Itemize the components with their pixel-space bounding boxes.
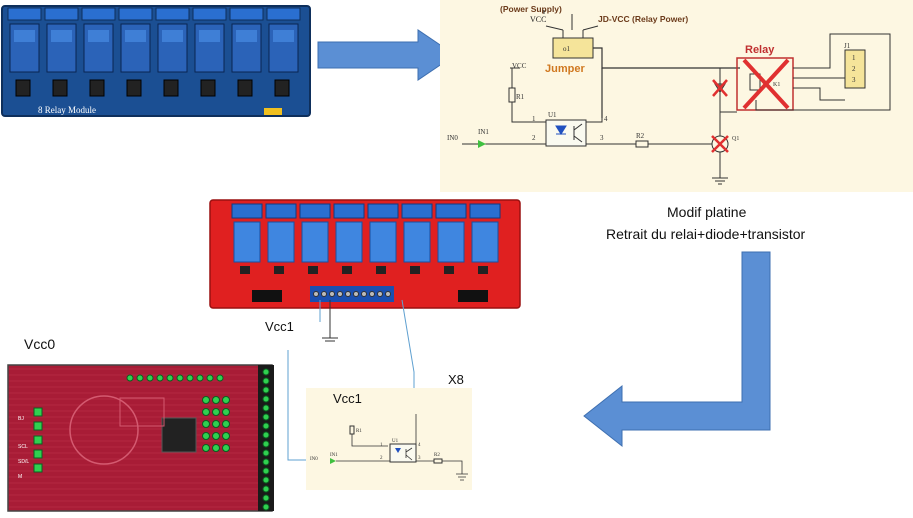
svg-text:1: 1 (852, 54, 856, 62)
module-label: 8 Relay Module (38, 105, 96, 115)
terminal-block (367, 203, 399, 219)
svg-text:SD/L: SD/L (18, 459, 29, 465)
relay-label: Relay (745, 44, 775, 56)
in1-label: IN1 (478, 128, 489, 136)
terminal-block (435, 203, 467, 219)
relay (471, 221, 499, 263)
relay (437, 221, 465, 263)
optocoupler (237, 79, 253, 97)
blue-relay-module: 8 Relay Module (1, 5, 311, 117)
terminal-block (333, 203, 365, 219)
vcc0-label: Vcc0 (24, 336, 55, 352)
r2-label: R2 (636, 132, 645, 140)
caption-line1: Modif platine (667, 204, 747, 220)
terminal-block (155, 7, 190, 21)
svg-text:3: 3 (852, 76, 856, 84)
q1-label: Q1 (732, 136, 739, 142)
j1-label: J1 (844, 42, 851, 50)
pcb-board: BJ SCL SD/L M (7, 364, 274, 512)
relay (301, 221, 329, 263)
svg-text:1: 1 (532, 115, 536, 123)
bottom-in0-label: IN0 (310, 457, 318, 462)
optocoupler (163, 79, 179, 97)
in0-label: IN0 (447, 134, 458, 142)
terminal-block (44, 7, 79, 21)
r1-label: R1 (516, 93, 525, 101)
bottom-r1-label: R1 (356, 429, 362, 434)
x8-label: X8 (448, 372, 464, 387)
svg-text:SCL: SCL (18, 444, 28, 450)
right-arrow (317, 29, 456, 81)
svg-text:4: 4 (418, 443, 421, 448)
terminal-block (265, 203, 297, 219)
terminal-block (192, 7, 227, 21)
vcc2-label: VCC (512, 62, 527, 70)
relay (403, 221, 431, 263)
svg-text:2: 2 (380, 456, 383, 461)
optocoupler (200, 79, 216, 97)
bottom-in1-label: IN1 (330, 453, 338, 458)
svg-text:o1: o1 (563, 45, 571, 53)
optocoupler (89, 79, 105, 97)
svg-text:3: 3 (600, 134, 604, 142)
svg-text:2: 2 (852, 65, 856, 73)
bottom-u1-label: U1 (392, 439, 399, 444)
terminal-block (299, 203, 331, 219)
relay (335, 221, 363, 263)
terminal-block (229, 7, 264, 21)
cross-diode (712, 79, 728, 97)
svg-text:3: 3 (418, 456, 421, 461)
terminal-block (7, 7, 42, 21)
k1-label: K1 (773, 82, 780, 88)
jd-vcc-label: JD-VCC (Relay Power) (598, 14, 688, 24)
terminal-block (81, 7, 116, 21)
elbow-arrow (583, 251, 771, 448)
jumper-header (264, 108, 282, 115)
svg-text:M: M (18, 474, 22, 480)
svg-text:1: 1 (380, 443, 383, 448)
jumper-label: Jumper (545, 63, 585, 75)
caption-line2: Retrait du relai+diode+transistor (606, 226, 806, 242)
relay-schematic-top: (Power Supply) VCC JD-VCC (Relay Power) … (440, 0, 913, 192)
svg-text:2: 2 (532, 134, 536, 142)
terminal-block (401, 203, 433, 219)
u1-label: U1 (548, 111, 557, 119)
vcc-label: VCC (530, 15, 546, 24)
optocoupler (126, 79, 142, 97)
terminal-block (266, 7, 301, 21)
power-supply-label: (Power Supply) (500, 4, 562, 14)
terminal-block (118, 7, 153, 21)
cross-transistor (711, 135, 729, 153)
bottom-r2-label: R2 (434, 453, 440, 458)
optocoupler (52, 79, 68, 97)
svg-text:BJ: BJ (18, 416, 24, 422)
relay (369, 221, 397, 263)
optocoupler (15, 79, 31, 97)
relay (267, 221, 295, 263)
svg-text:4: 4 (604, 115, 608, 123)
vcc1-board-label: Vcc1 (265, 319, 294, 334)
relay-schematic-bottom: X8 Vcc1 R1 U1 1 2 3 4 IN0 IN1 R2 (306, 372, 472, 490)
optocoupler (274, 79, 290, 97)
terminal-block (231, 203, 263, 219)
red-relay-module (209, 199, 521, 309)
vcc1-schematic-label: Vcc1 (333, 391, 362, 406)
relay (233, 221, 261, 263)
terminal-block (469, 203, 501, 219)
cross-relay (742, 58, 790, 110)
